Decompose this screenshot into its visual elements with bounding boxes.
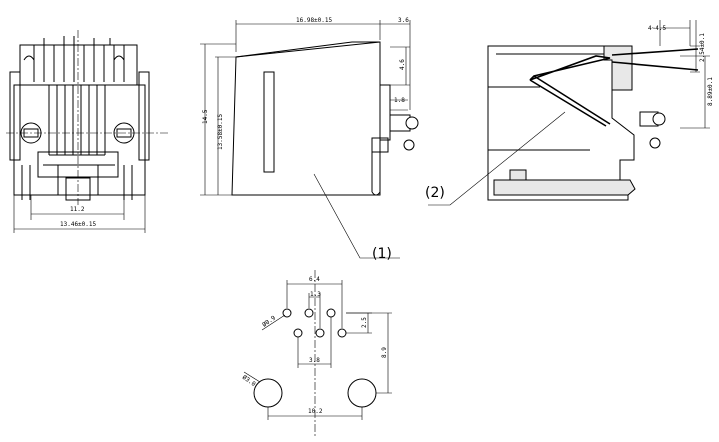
pcb-dim-span-lines <box>297 317 332 368</box>
front-grooves <box>48 85 106 155</box>
side-post <box>371 152 381 196</box>
side-callout-1: (1) <box>372 246 392 262</box>
section-pin-lower <box>649 137 661 149</box>
side-dim-height-lines <box>200 43 236 196</box>
section-insulator-top <box>603 45 633 91</box>
side-rear-block <box>379 84 391 141</box>
section-contact-upper <box>529 55 611 81</box>
side-top-edge <box>235 41 381 58</box>
pcb-dim-post-lines <box>267 407 363 420</box>
side-view: 16.98±0.15 3.6 14.5 13.58±0.15 4.6 1.8 (… <box>200 17 419 262</box>
pcb-layout: 6.4 1.3 Ø0.9 2.5 3.8 8.9 Ø3.0 10.2 <box>241 270 392 436</box>
pcb-dim-height: 8.9 <box>381 347 388 358</box>
side-dim-body: 13.58±0.15 <box>217 113 224 150</box>
section-contact-leads <box>611 48 699 71</box>
section-inner-lines <box>488 53 604 151</box>
pcb-post-right <box>347 378 377 408</box>
side-dim-length: 16.98±0.15 <box>296 17 333 24</box>
section-view: 4~4.5 2.54±0.1 8.89±0.1 (2) <box>425 20 714 206</box>
section-callout-leader <box>428 111 566 206</box>
pcb-dim-pitch-lines <box>308 293 321 328</box>
front-dim-inner-lines <box>30 195 125 220</box>
section-contact-spring <box>529 75 611 127</box>
pcb-dim-pitch: 1.3 <box>310 291 321 298</box>
pcb-dim-diameter-lines <box>261 314 286 331</box>
front-comb-lines <box>33 45 125 82</box>
front-right-flange <box>138 71 150 161</box>
pcb-hole-6 <box>337 328 347 338</box>
pcb-dim-row: 2.5 <box>361 317 368 328</box>
pcb-hole-5 <box>315 328 325 338</box>
section-insulator-mid <box>509 169 527 181</box>
side-body-outline <box>231 41 381 196</box>
pcb-dim-wide: 6.4 <box>309 276 320 283</box>
front-groove-base <box>43 154 115 166</box>
pcb-dim-span: 3.8 <box>309 357 320 364</box>
section-pin-upper <box>652 112 666 126</box>
pcb-dim-wide-lines <box>286 280 343 328</box>
front-dim-total-lines <box>13 195 146 233</box>
side-dim-height: 14.5 <box>202 109 209 124</box>
side-dim-offset-lines <box>380 20 411 110</box>
side-callout-leader <box>313 173 400 259</box>
front-right-screw-slot <box>116 128 132 138</box>
section-dim-small: 2.54±0.1 <box>699 33 706 62</box>
section-insulator-bottom <box>493 179 636 196</box>
pcb-dim-height-lines <box>346 312 392 394</box>
section-dim-height-lines <box>680 55 710 129</box>
front-dim-inner: 11.2 <box>70 206 85 213</box>
front-top-block <box>19 44 138 86</box>
side-dim-body-lines <box>215 56 236 195</box>
front-top-pins <box>43 36 111 45</box>
pcb-hole-3 <box>326 308 336 318</box>
pcb-hole-2 <box>304 308 314 318</box>
side-pin-upper <box>405 116 419 130</box>
side-pin-lower <box>403 139 415 151</box>
front-legs <box>21 165 133 200</box>
pcb-hole-1 <box>282 308 292 318</box>
side-dim-pin-lines <box>390 46 410 86</box>
pcb-dim-post-spacing: 10.2 <box>308 408 323 415</box>
section-dim-small-lines <box>690 20 700 73</box>
pcb-post-left <box>253 378 283 408</box>
front-view: 11.2 13.46±0.15 <box>6 30 170 233</box>
side-dim-small: 1.8 <box>394 97 405 104</box>
side-dim-small-lines <box>390 99 408 111</box>
side-dim-pin: 4.6 <box>399 59 406 70</box>
front-top-arcs <box>23 55 125 61</box>
section-dim-offset-lines <box>659 20 691 46</box>
pcb-dim-post-diameter-lines <box>243 371 261 383</box>
section-dim-height: 8.89±0.1 <box>707 77 714 106</box>
section-dim-offset: 4~4.5 <box>648 25 666 32</box>
side-dim-offset: 3.6 <box>398 17 409 24</box>
front-left-flange <box>9 71 21 161</box>
side-window <box>263 71 275 173</box>
side-dim-length-lines <box>235 20 381 52</box>
pcb-dim-row-lines <box>346 312 372 334</box>
pcb-hole-4 <box>293 328 303 338</box>
pcb-dim-post-diameter: Ø3.0 <box>241 374 257 388</box>
pcb-dim-diameter: Ø0.9 <box>261 314 277 328</box>
section-callout-2: (2) <box>425 185 445 201</box>
front-dim-total: 13.46±0.15 <box>60 221 97 228</box>
